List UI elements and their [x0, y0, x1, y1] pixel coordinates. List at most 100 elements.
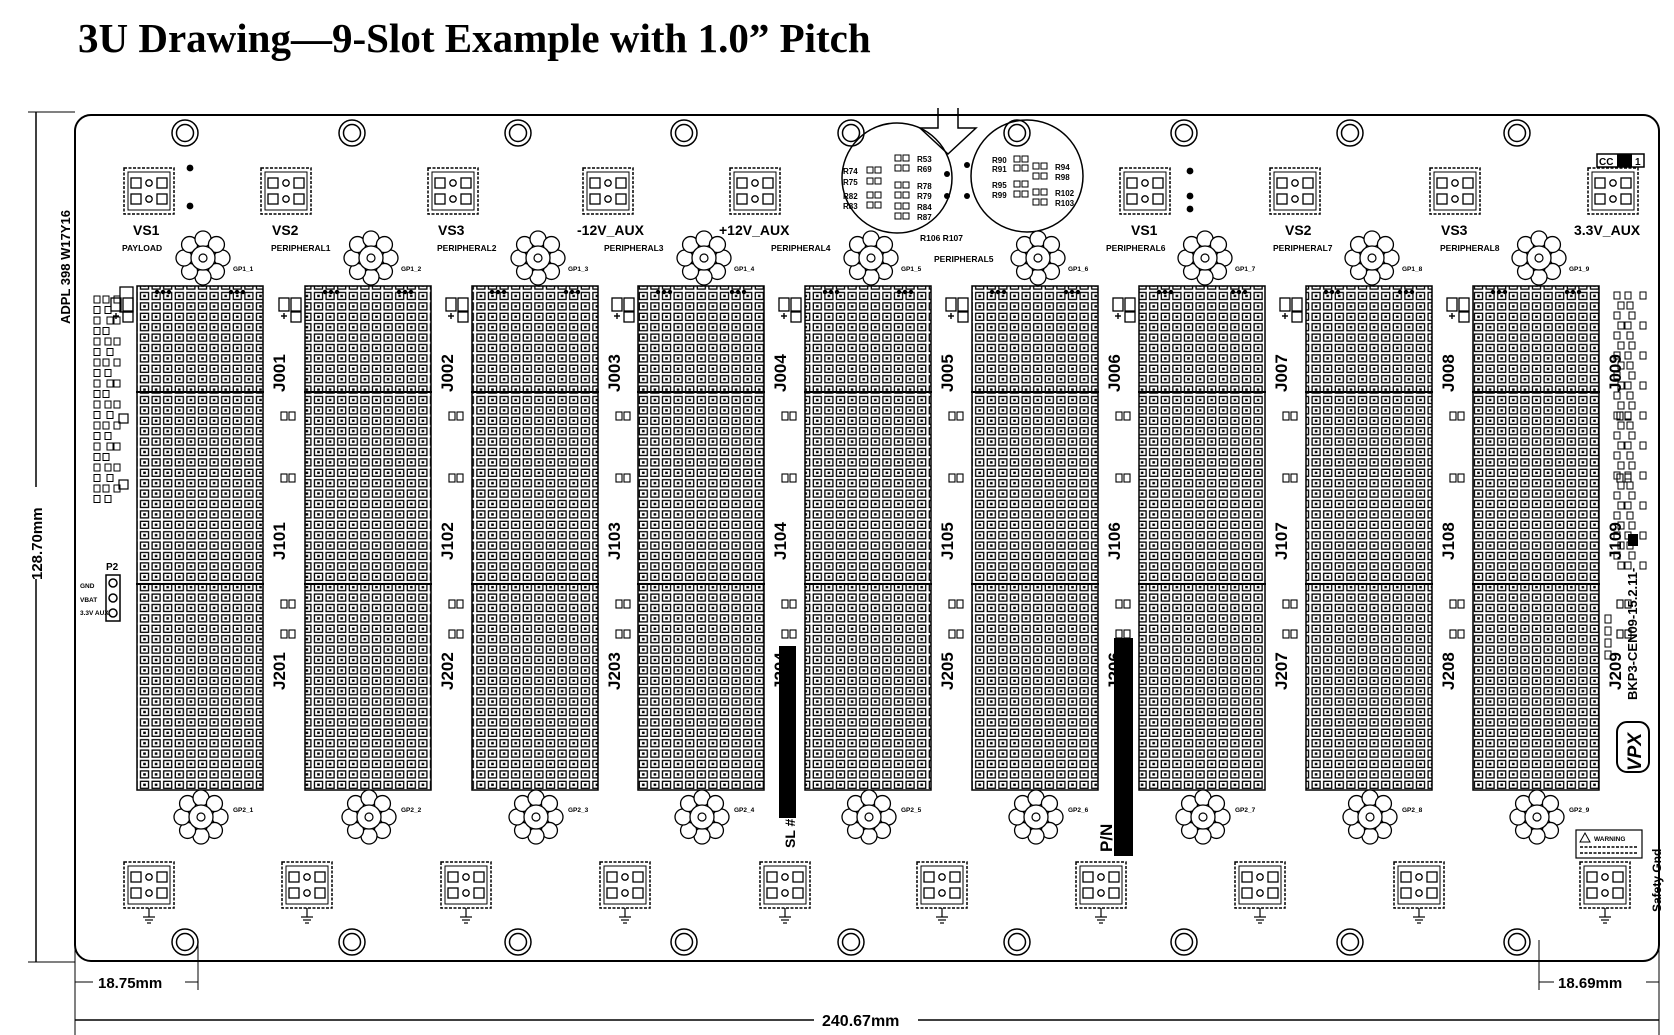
connector-label-j2: J203	[605, 652, 624, 690]
connector-label-j1: J105	[938, 522, 957, 560]
resistor-pad	[866, 177, 874, 185]
slots: PAYLOADJ001J101J201PERIPHERAL1J002J102J2…	[110, 243, 1632, 791]
connector-label-j2: J201	[270, 652, 289, 690]
resistor-pair	[280, 473, 296, 483]
capacitor-pair	[945, 297, 969, 323]
mounting-hole-icon	[837, 928, 865, 956]
resistor-label: R102	[1055, 189, 1075, 198]
slot-name-label: PERIPHERAL8	[1440, 243, 1500, 253]
resistor-pad	[1032, 162, 1040, 170]
connector-label-j0: J007	[1272, 354, 1291, 392]
resistor-pad	[894, 154, 902, 162]
connector-pin-field	[972, 286, 1098, 790]
ground-symbol-icon	[1254, 908, 1266, 924]
width-dimension-label: 240.67mm	[822, 1013, 899, 1030]
resistor-label: R90	[992, 156, 1007, 165]
guide-pin-top	[343, 230, 399, 286]
left-component	[93, 337, 121, 346]
mounting-hole-icon	[171, 928, 199, 956]
left-component	[93, 390, 110, 398]
pn-label-bar	[1114, 638, 1133, 856]
resistor-label: R91	[992, 165, 1007, 174]
width-dimension: 240.67mm	[75, 1008, 1659, 1030]
ground-connector	[281, 861, 333, 909]
resistor-pair	[1282, 473, 1298, 483]
resistor-pad	[1013, 190, 1021, 198]
slot-6: J006J106J206	[945, 285, 1131, 791]
right-component	[1617, 381, 1647, 390]
connector-label-j2: J207	[1272, 652, 1291, 690]
guide-pin-bottom-label: GP2_4	[734, 807, 755, 814]
left-component	[93, 474, 114, 482]
resistor-pad	[894, 181, 902, 189]
slot-name-label: PERIPHERAL7	[1273, 243, 1333, 253]
right-component	[1613, 291, 1647, 300]
capacitor-pair	[278, 297, 302, 323]
mounting-hole-icon	[670, 928, 698, 956]
guide-pin-bottom	[674, 789, 730, 845]
resistor-pad	[1021, 164, 1029, 172]
left-component	[93, 453, 110, 461]
guide-pin-bottom	[841, 789, 897, 845]
left-component-column	[93, 286, 134, 503]
left-component	[93, 411, 114, 419]
resistor-pad	[874, 177, 882, 185]
slot-name-label: PAYLOAD	[122, 243, 162, 253]
left-component	[93, 442, 121, 451]
mounting-hole-icon	[504, 119, 532, 147]
connector-label-j1: J103	[605, 522, 624, 560]
capacitor-pair	[445, 297, 469, 323]
guide-pin-bottom-label: GP2_6	[1068, 807, 1089, 814]
guide-pin-top-label: GP1_6	[1068, 266, 1089, 273]
connector-pin-field	[1306, 286, 1432, 790]
mounting-hole-icon	[1336, 119, 1364, 147]
slot-name-label: PERIPHERAL6	[1106, 243, 1166, 253]
resistor-pad	[1021, 155, 1029, 163]
right-component	[1613, 451, 1634, 460]
power-connector	[1429, 167, 1481, 215]
resistor-pair	[448, 473, 464, 483]
connector-label-j2: J209	[1606, 652, 1625, 690]
mounting-hole-icon	[338, 119, 366, 147]
guide-pins: GP1_1GP2_1GP1_2GP2_2GP1_3GP2_3GP1_4GP2_4…	[173, 230, 1590, 845]
warning-title: WARNING	[1594, 836, 1625, 843]
guide-pin-top-label: GP1_4	[734, 266, 755, 273]
connector-label-j0: J005	[938, 354, 957, 392]
guide-pin-bottom	[1342, 789, 1398, 845]
resistor-pair	[781, 599, 797, 609]
resistor-pad	[874, 191, 882, 199]
resistor-pad	[1040, 198, 1048, 206]
right-component	[1613, 391, 1634, 400]
via	[186, 202, 194, 210]
right-component	[1617, 481, 1634, 490]
left-component	[93, 484, 121, 493]
guide-pin-top-label: GP1_8	[1402, 266, 1423, 273]
p2-label: P2	[106, 562, 119, 573]
resistor-label: R95	[992, 181, 1007, 190]
resistor-pair	[615, 629, 631, 639]
ground-symbol-icon	[1599, 908, 1611, 924]
resistor-cluster-left	[841, 122, 953, 234]
guide-pin-bottom-label: GP2_8	[1402, 807, 1423, 814]
right-component	[1604, 626, 1612, 636]
left-component	[93, 421, 121, 430]
power-connector-label: VS1	[133, 222, 160, 238]
left-offset-label: 18.75mm	[98, 975, 162, 992]
resistor-pad	[1032, 198, 1040, 206]
left-component	[93, 306, 112, 314]
slot-4: PERIPHERAL3J004J104J204	[604, 243, 797, 791]
resistor-pad	[894, 164, 902, 172]
connector-pin-field	[305, 286, 431, 790]
center-resistors: R106 R107	[920, 233, 963, 243]
right-component	[1613, 471, 1647, 480]
guide-pin-bottom-label: GP2_7	[1235, 807, 1256, 814]
ground-connector	[599, 861, 651, 909]
guide-pin-bottom-label: GP2_9	[1569, 807, 1590, 814]
right-component	[1617, 301, 1634, 310]
left-component	[93, 358, 121, 367]
mounting-hole-icon	[1503, 928, 1531, 956]
mounting-hole-icon	[1503, 119, 1531, 147]
